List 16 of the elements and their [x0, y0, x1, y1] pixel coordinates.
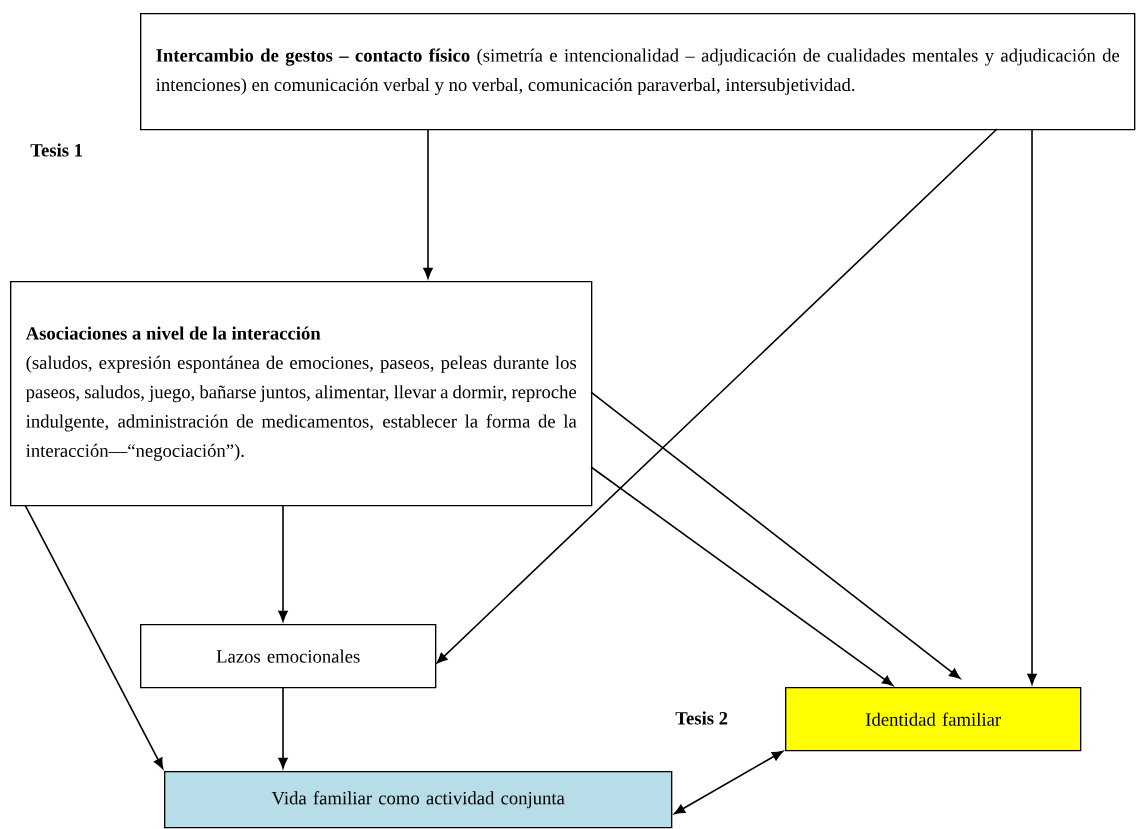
arrow	[1027, 128, 1037, 685]
arrow	[423, 128, 433, 279]
arrow	[436, 128, 998, 664]
text-box: Asociaciones a nivel de la interacción (saludos, expresión espontánea de emociones, paseos, peleas durante los paseos, saludos, juego, bañarse juntos, alimentar, llevar a dormir, reproche indulgente, administración de medicamentos, establecer la forma de la interacción—“negociación”).	[10, 281, 593, 507]
process-box: Vida familiar como actividad conjunta	[164, 771, 673, 829]
process-box: Identidad familiar	[785, 687, 1082, 752]
arrow	[278, 504, 288, 622]
arrow	[24, 504, 164, 770]
arrow	[590, 466, 894, 686]
text-box: Intercambio de gestos – contacto físico (simetría e intencionalidad – adjudicación de cualidades mentales y adjudicación de intenciones) en comunicación verbal y no verbal, comunicación paraverbal, intersubjetividad.	[140, 13, 1136, 131]
arrow	[590, 391, 961, 679]
thesis-label: Tesis 2	[675, 711, 728, 725]
thesis-label: Tesis 1	[30, 143, 83, 157]
arrow	[673, 750, 784, 815]
arrow	[278, 686, 288, 769]
process-box: Lazos emocionales	[140, 624, 437, 689]
